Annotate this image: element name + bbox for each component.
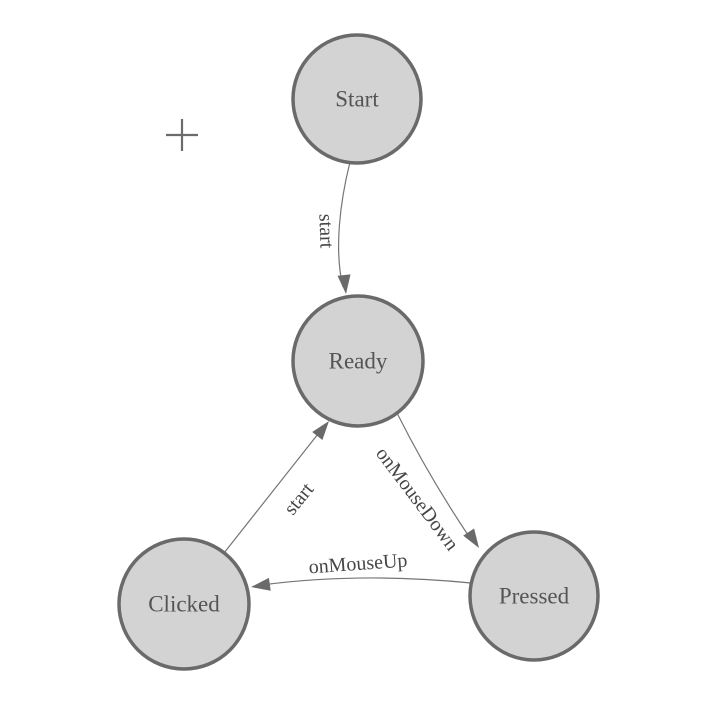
node-circle-ready[interactable]: [291, 294, 425, 428]
node-label-ready: Ready: [329, 349, 388, 374]
edge-line-clicked-to-ready[interactable]: [223, 433, 319, 554]
node-circle-clicked[interactable]: [117, 537, 251, 671]
node-start[interactable]: Start: [291, 33, 423, 165]
node-ready[interactable]: Ready: [291, 294, 425, 428]
arrowhead-icon: [312, 421, 329, 440]
edge-ready-to-pressed: onMouseDown: [371, 412, 479, 555]
node-circle-pressed[interactable]: [468, 530, 600, 662]
node-pressed[interactable]: Pressed: [468, 530, 600, 662]
edge-label-ready-to-pressed: onMouseDown: [371, 443, 463, 555]
overlay-layer: [166, 119, 198, 151]
edge-line-pressed-to-clicked[interactable]: [261, 577, 472, 586]
edge-start-to-ready: start: [314, 161, 351, 294]
edge-pressed-to-clicked: onMouseUp: [251, 550, 472, 591]
edge-line-start-to-ready[interactable]: [337, 161, 351, 288]
edge-label-clicked-to-ready: start: [280, 478, 319, 519]
node-label-pressed: Pressed: [499, 584, 570, 609]
edge-label-start-to-ready: start: [314, 213, 337, 249]
arrowhead-icon: [337, 274, 351, 294]
edge-label-pressed-to-clicked: onMouseUp: [308, 550, 408, 579]
crosshair-icon: [166, 119, 198, 151]
edge-line-ready-to-pressed[interactable]: [396, 412, 469, 536]
node-circle-start[interactable]: [291, 33, 423, 165]
arrowhead-icon: [463, 528, 479, 548]
node-label-start: Start: [335, 87, 379, 112]
edge-clicked-to-ready: start: [223, 421, 329, 554]
arrowhead-icon: [251, 577, 271, 591]
node-clicked[interactable]: Clicked: [117, 537, 251, 671]
node-label-clicked: Clicked: [148, 592, 220, 617]
